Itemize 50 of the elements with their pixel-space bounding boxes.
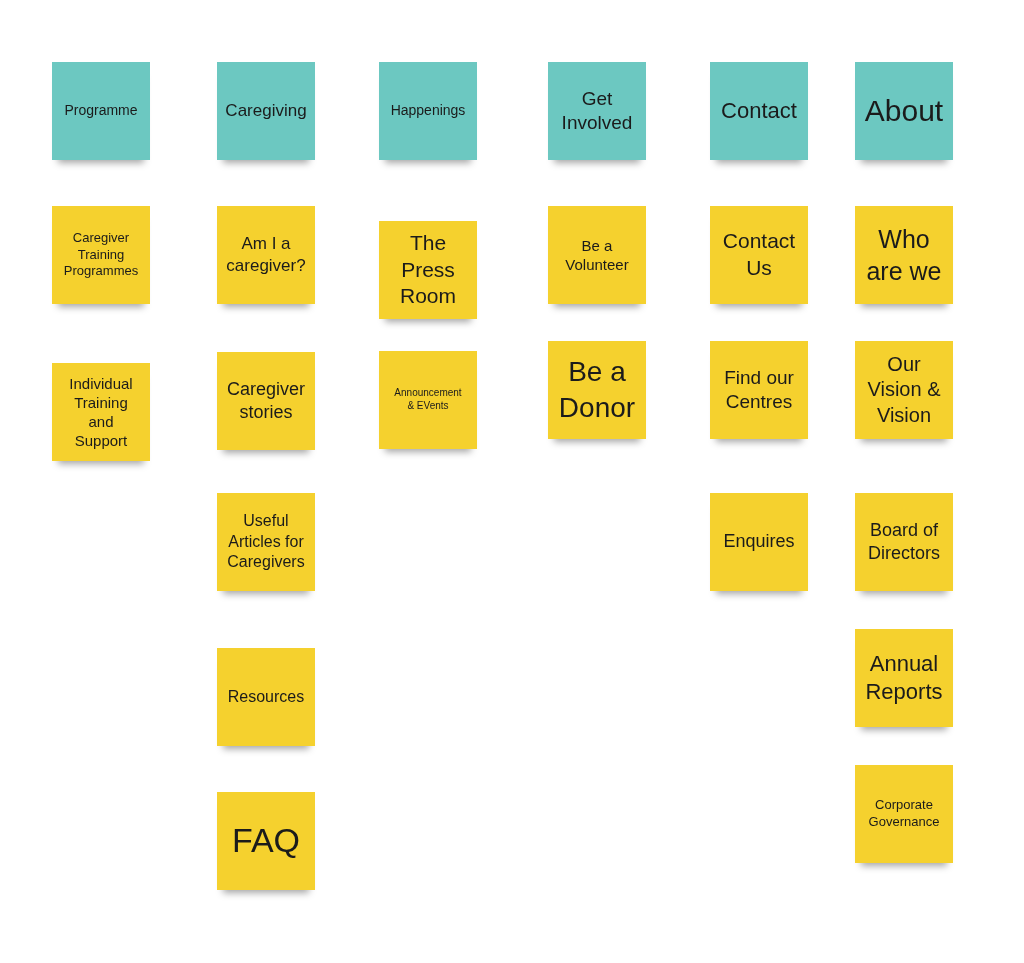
sticky-note xyxy=(710,62,808,160)
sticky-note xyxy=(217,62,315,160)
note-text: Get Involved xyxy=(560,86,634,135)
note-text: Am I a caregiver? xyxy=(225,233,307,277)
sticky-note xyxy=(217,493,315,591)
sticky-note xyxy=(217,792,315,890)
note-text: Individual Training and Support xyxy=(68,373,134,451)
note-text: Announcement & EVents xyxy=(393,387,463,413)
sticky-note xyxy=(855,493,953,591)
sticky-note xyxy=(855,629,953,727)
sticky-note xyxy=(855,341,953,439)
sticky-note xyxy=(379,62,477,160)
note-text: Programme xyxy=(64,102,138,120)
sticky-note xyxy=(710,206,808,304)
sticky-note xyxy=(52,206,150,304)
sticky-note xyxy=(52,62,150,160)
note-text: Board of Directors xyxy=(867,518,941,565)
sticky-note xyxy=(710,493,808,591)
note-text: Corporate Governance xyxy=(867,797,941,831)
note-text: FAQ xyxy=(232,820,300,862)
note-text: Our Vision & Vision xyxy=(866,351,942,428)
sticky-note xyxy=(217,648,315,746)
note-text: Who are we xyxy=(865,224,943,287)
sticky-note xyxy=(855,206,953,304)
sticky-note xyxy=(710,341,808,439)
note-text: The Press Room xyxy=(399,229,457,310)
sticky-note xyxy=(217,352,315,450)
note-text: Useful Articles for Caregivers xyxy=(226,511,306,573)
note-text: Enquires xyxy=(723,530,795,554)
note-text: Resources xyxy=(227,686,305,707)
note-text: Annual Reports xyxy=(864,649,944,706)
sticky-note xyxy=(855,765,953,863)
note-text: About xyxy=(864,92,944,129)
note-text: Be a Volunteer xyxy=(564,235,630,275)
sticky-note xyxy=(379,351,477,449)
sticky-note xyxy=(548,206,646,304)
sticky-note xyxy=(548,341,646,439)
sticky-note xyxy=(217,206,315,304)
note-text: Be a Donor xyxy=(557,355,637,425)
sticky-note xyxy=(52,363,150,461)
sticky-note xyxy=(379,221,477,319)
note-text: Happenings xyxy=(390,102,466,120)
sticky-note xyxy=(548,62,646,160)
sticky-note xyxy=(855,62,953,160)
note-text: Caregiver Training Programmes xyxy=(62,230,140,280)
note-text: Contact Us xyxy=(721,228,797,281)
note-text: Caregiving xyxy=(225,100,307,122)
note-text: Caregiver stories xyxy=(226,377,306,424)
note-text: Find our Centres xyxy=(723,365,795,414)
note-text: Contact xyxy=(721,96,797,125)
